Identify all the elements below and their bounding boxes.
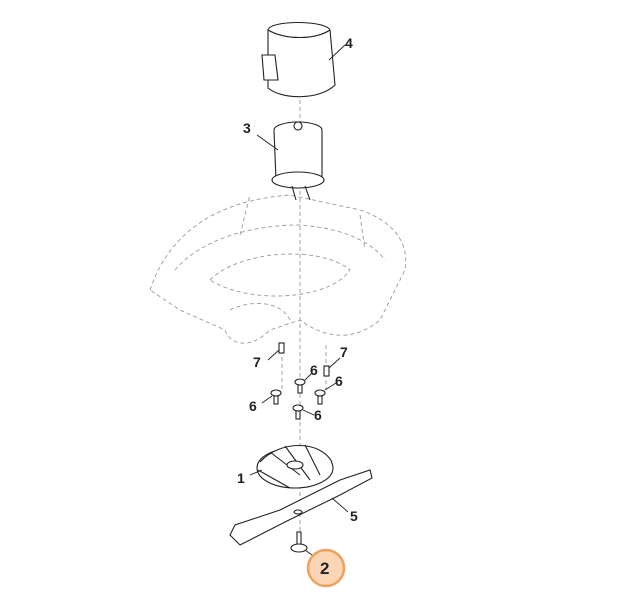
- callout-5[interactable]: 5: [350, 508, 358, 524]
- mower-housing: [149, 194, 407, 344]
- callout-6c[interactable]: 6: [249, 398, 257, 414]
- motor: [271, 121, 325, 201]
- callout-2[interactable]: 2: [320, 559, 329, 578]
- blade-bolt: [290, 531, 308, 553]
- stud-7a: [278, 342, 285, 354]
- callout-6a[interactable]: 6: [310, 362, 318, 378]
- stud-7b: [323, 365, 330, 377]
- callout-1[interactable]: 1: [237, 470, 245, 486]
- fan-impeller: [256, 444, 334, 489]
- callout-6d[interactable]: 6: [314, 407, 322, 423]
- motor-cover: [261, 22, 336, 98]
- screws-6: [270, 378, 326, 420]
- cutting-blade: [229, 469, 373, 546]
- callout-6b[interactable]: 6: [335, 373, 343, 389]
- callout-4[interactable]: 4: [345, 35, 353, 51]
- callout-7b[interactable]: 7: [340, 344, 348, 360]
- highlight-circle[interactable]: [306, 548, 346, 588]
- callout-3[interactable]: 3: [243, 120, 251, 136]
- callout-7a[interactable]: 7: [253, 354, 261, 370]
